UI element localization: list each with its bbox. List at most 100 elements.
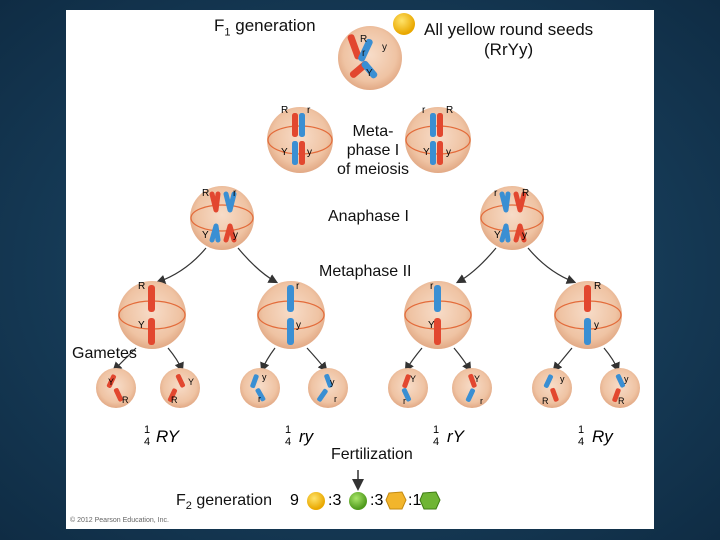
gamete-cell-RY-1: Y R [96, 368, 136, 408]
gametes-label: Gametes [72, 345, 137, 362]
arrow-m2-1-right [167, 347, 184, 373]
metaphase-2-cell-1: R Y [118, 281, 186, 349]
metaphase-1-line-1: Meta- [352, 123, 394, 140]
f1-cell: R r y Y [338, 26, 402, 90]
g8-allele-R: R [618, 396, 625, 406]
yellow-round-seed-icon [307, 492, 325, 510]
a1r-allele-R: R [522, 188, 529, 199]
green-wrinkled-seed-icon [419, 491, 441, 510]
arrow-m2-2-right [306, 347, 328, 372]
m1l-allele-Y: Y [281, 147, 288, 158]
arrow-m2-4-left [552, 347, 573, 372]
g4-allele-r: r [334, 394, 337, 404]
g6-allele-Y: Y [474, 374, 480, 384]
arrow-a1l-to-m2-1 [155, 247, 207, 285]
copyright-notice: © 2012 Pearson Education, Inc. [70, 517, 169, 524]
g7-allele-R: R [542, 396, 549, 406]
metaphase-2-cell-2: r y [257, 281, 325, 349]
f1-allele-r: r [362, 48, 366, 59]
metaphase-1-line-3: of meiosis [336, 161, 410, 178]
metaphase-1-right-cell: r R Y y [405, 105, 471, 173]
arrow-a1r-to-m2-4 [527, 247, 577, 284]
metaphase-1-label: Meta- phase I of meiosis [328, 122, 418, 179]
g6-allele-r: r [480, 396, 483, 406]
gamete-genotype-ry: ry [299, 427, 314, 446]
ratio-yellow-round: 9 [290, 492, 299, 509]
metaphase-1-left-cell: R r Y y [267, 105, 333, 173]
ratio-yellow-wrinkled: :3 [370, 492, 384, 509]
f1-allele-Y: Y [366, 68, 373, 79]
a1r-allele-r: r [494, 188, 498, 199]
arrow-m2-3-right [453, 347, 472, 373]
a1r-allele-y: y [522, 230, 527, 241]
m2-2-allele-y: y [296, 320, 301, 331]
arrow-m2-4-right [603, 347, 620, 373]
fertilization-label: Fertilization [331, 446, 413, 463]
m2-3-allele-r: r [430, 281, 434, 292]
anaphase-1-left-cell: R r Y y [190, 186, 254, 250]
arrow-a1l-to-m2-2 [237, 247, 279, 284]
m1r-allele-R: R [446, 105, 453, 116]
f1-allele-R: R [360, 34, 367, 45]
arrow-m2-3-left [404, 347, 423, 373]
gamete-cell-RY-2: Y R [160, 368, 200, 408]
g5-allele-r: r [403, 396, 406, 406]
g8-allele-y: y [624, 374, 629, 384]
arrow-a1r-to-m2-3 [455, 247, 497, 284]
gamete-cell-Ry-2: y R [600, 368, 640, 408]
m2-4-allele-R: R [594, 281, 601, 292]
m1l-allele-r: r [307, 105, 311, 116]
gamete-cell-ry-1: y r [240, 368, 280, 408]
gamete-cell-rY-2: Y r [452, 368, 492, 408]
metaphase-2-cell-3: r Y [404, 281, 472, 349]
a1l-allele-r: r [233, 188, 237, 199]
yellow-round-seed-icon [393, 13, 415, 35]
anaphase-1-right-cell: r R Y y [480, 186, 544, 250]
g2-allele-Y: Y [188, 377, 194, 387]
g3-allele-y: y [262, 372, 267, 382]
m2-4-allele-y: y [594, 320, 599, 331]
yellow-wrinkled-seed-icon [385, 491, 407, 510]
m2-2-allele-r: r [296, 281, 300, 292]
gamete-cell-rY-1: Y r [388, 368, 428, 408]
g5-allele-Y: Y [410, 374, 416, 384]
a1l-allele-y: y [233, 230, 238, 241]
g3-allele-r: r [258, 394, 261, 404]
f2-generation-label: F2 generation [176, 492, 272, 513]
m2-3-allele-Y: Y [428, 320, 435, 331]
a1r-allele-Y: Y [494, 230, 501, 241]
gamete-genotype-Ry: Ry [592, 427, 613, 446]
m2-1-allele-Y: Y [138, 320, 145, 331]
m1r-allele-Y: Y [423, 147, 430, 158]
metaphase-2-cell-4: R y [554, 281, 622, 349]
a1l-allele-Y: Y [202, 230, 209, 241]
m2-1-allele-R: R [138, 281, 145, 292]
m1r-allele-r: r [422, 105, 426, 116]
g7-allele-y: y [560, 374, 565, 384]
green-round-seed-icon [349, 492, 367, 510]
gamete-genotype-RY: RY [156, 427, 179, 446]
arrow-m2-2-left [260, 347, 276, 373]
g4-allele-y: y [330, 377, 335, 387]
g1-allele-R: R [122, 395, 129, 405]
f1-allele-y: y [382, 42, 387, 53]
metaphase-1-line-2: phase I [346, 142, 400, 159]
f1-generation-label: F1 generation [214, 16, 316, 39]
anaphase-1-label: Anaphase I [328, 208, 409, 225]
a1l-allele-R: R [202, 188, 209, 199]
gamete-cell-Ry-1: y R [532, 368, 572, 408]
gamete-cell-ry-2: y r [308, 368, 348, 408]
phenotype-label: All yellow round seeds [424, 20, 594, 39]
m1l-allele-R: R [281, 105, 288, 116]
m1l-allele-y: y [307, 147, 312, 158]
metaphase-2-label: Metaphase II [319, 263, 412, 280]
ratio-green-wrinkled: :1 [408, 492, 422, 509]
gamete-genotype-rY: rY [447, 427, 464, 446]
ratio-green-round: :3 [328, 492, 342, 509]
g2-allele-R: R [171, 395, 178, 405]
g1-allele-Y: Y [108, 377, 114, 387]
